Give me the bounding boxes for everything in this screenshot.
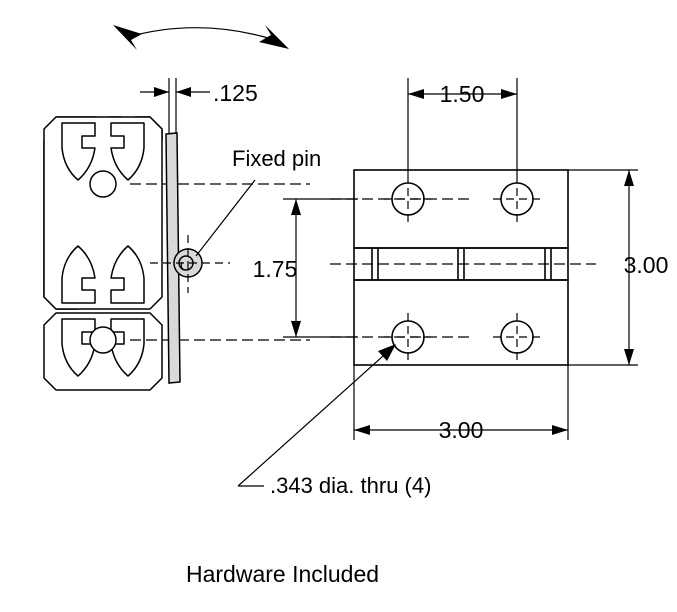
hinge-leaf-plate-side (165, 132, 181, 384)
rotation-arc-double-arrow-icon (113, 25, 289, 50)
dimension-3p00-width-label: 3.00 (439, 417, 484, 443)
hole-callout-leader (237, 344, 396, 487)
dimension-3p00-height-label: 3.00 (624, 252, 669, 278)
hole-upper-right (493, 175, 541, 223)
fixed-pin-label: Fixed pin (232, 146, 321, 171)
extrusion-profile-upper (43, 116, 163, 310)
fixed-pin-leader (195, 179, 256, 257)
dimension-1p75 (283, 198, 358, 338)
dimension-3p00-height (568, 169, 638, 366)
hole-lower-right (493, 313, 541, 361)
dimension-1p50 (407, 78, 518, 175)
hole-upper-left (384, 175, 432, 223)
thickness-dimension-125 (140, 78, 210, 140)
hole-callout-label: .343 dia. thru (4) (270, 473, 431, 498)
hardware-included-note: Hardware Included (186, 561, 379, 587)
dimension-1p50-label: 1.50 (440, 81, 485, 107)
extrusion-profile-lower (43, 312, 163, 391)
dimension-3p00-width (353, 365, 569, 440)
hole-lower-left (384, 313, 432, 361)
thickness-dimension-label: .125 (213, 80, 258, 106)
dimension-1p75-label: 1.75 (253, 256, 298, 282)
